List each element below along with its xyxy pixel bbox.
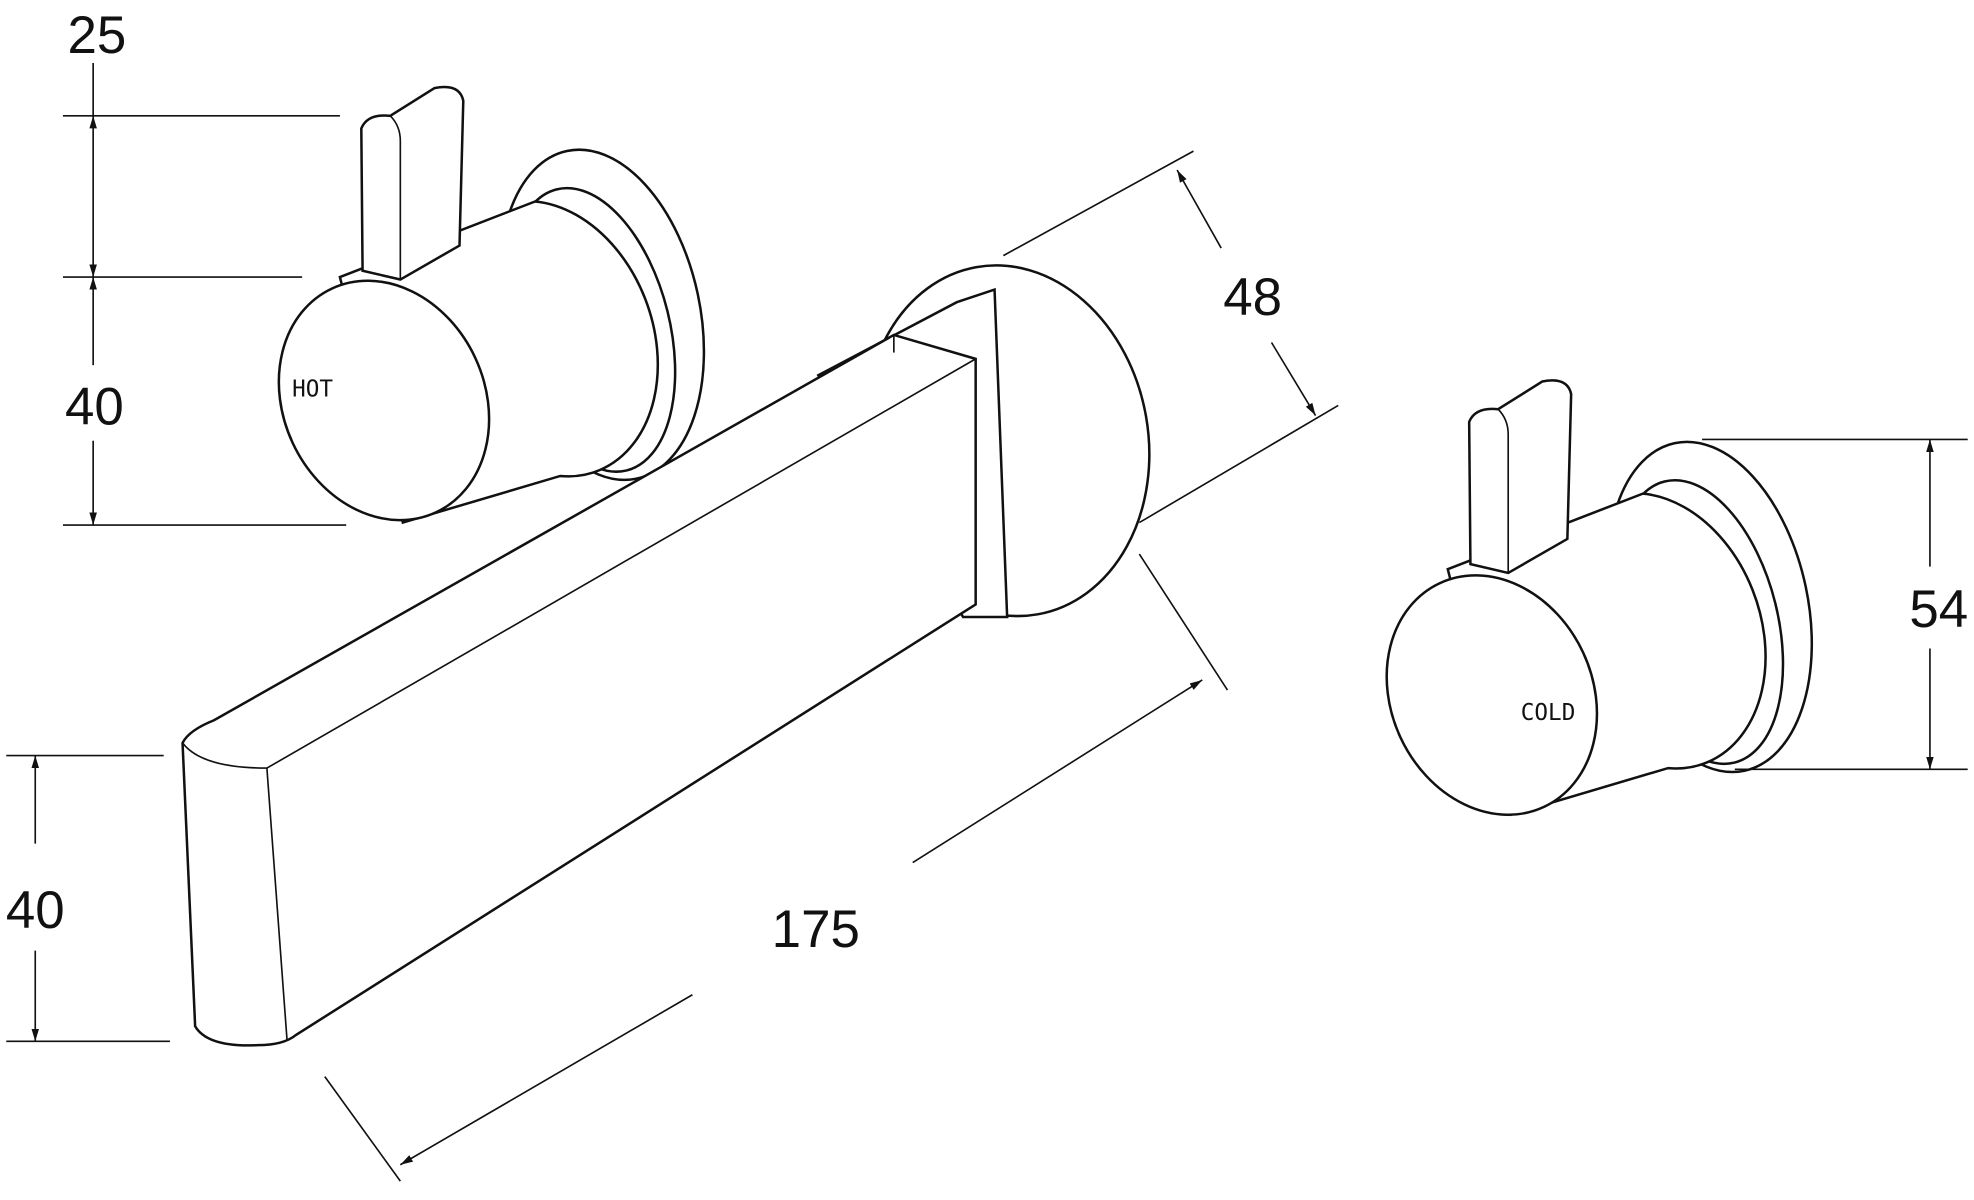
cold-tap: COLD: [1385, 379, 1814, 817]
dim-collar-diameter: 48: [1223, 268, 1282, 327]
spout: [181, 264, 1151, 1047]
dim-cold-flange-height: 54: [1909, 580, 1968, 639]
dim-spout-length: 175: [772, 900, 860, 959]
hot-tap: HOT: [277, 85, 706, 525]
dim-spout-height: 40: [6, 881, 65, 940]
dim-hot-lever-height: 25: [68, 6, 127, 65]
cold-label: COLD: [1521, 700, 1576, 726]
dimension-lines: [6, 62, 1968, 1182]
dim-hot-knob-height: 40: [65, 377, 124, 436]
hot-label: HOT: [292, 377, 333, 403]
